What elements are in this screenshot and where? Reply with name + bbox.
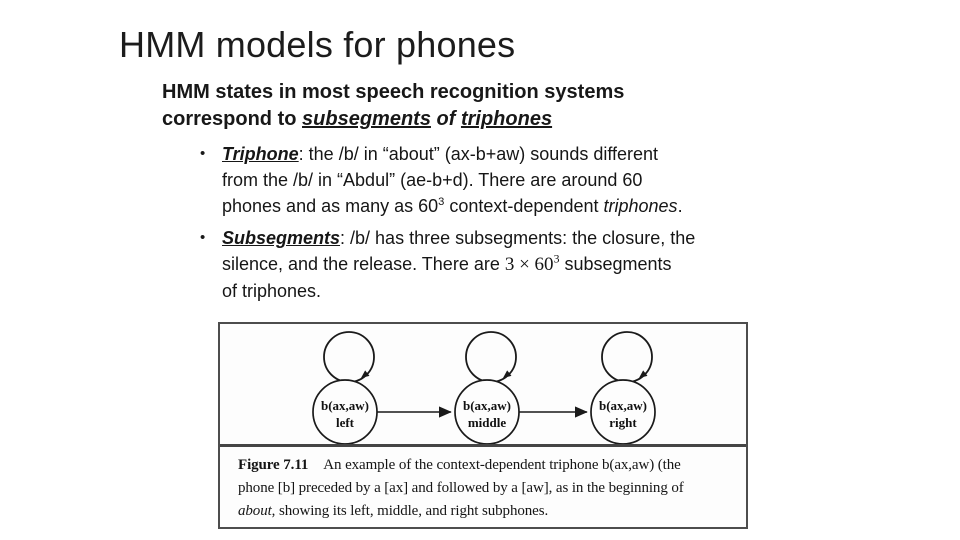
heading-text-2: correspond to [162, 108, 303, 130]
bullet1-text-4: context-dependent [444, 196, 604, 216]
state-circle-left [312, 379, 378, 444]
self-loop-arrowhead-icon [639, 370, 648, 378]
page-title: HMM models for phones [119, 24, 516, 65]
bullet2-text-1: : /b/ has three subsegments: the closure… [340, 228, 696, 248]
caption-italic-about: about [238, 503, 272, 519]
self-loop-arrowhead-icon [503, 370, 512, 378]
figure-box: b(ax,aw) left b(ax,aw) middle b(ax,aw) r… [218, 322, 748, 529]
bullet2-text-4: of triphones. [222, 281, 322, 301]
heading-term-triphones: triphones [460, 108, 553, 130]
bullet1-text-3: phones and as many as 60 [222, 196, 439, 216]
caption-line-1: Figure 7.11 An example of the context-dep… [238, 454, 734, 477]
bullet-item-triphone: • Triphone: the /b/ in “about” (ax-b+aw)… [200, 141, 745, 219]
bullet1-text-2: from the /b/ in “Abdul” (ae-b+d). There … [222, 170, 643, 190]
bullet1-line-1: Triphone: the /b/ in “about” (ax-b+aw) s… [222, 141, 683, 167]
exponent: 3 [438, 196, 445, 208]
figure-caption: Figure 7.11 An example of the context-dep… [220, 447, 746, 529]
bullet2-line-2: silence, and the release. There are 3 × … [222, 251, 695, 278]
math-expression: 3 × 603 [504, 252, 560, 275]
caption-text-2: phone [b] preceded by a [ax] and followe… [238, 480, 684, 496]
heading-of: of [430, 108, 461, 130]
term-subsegments: Subsegments [222, 228, 341, 248]
heading-line-1: HMM states in most speech recognition sy… [162, 79, 762, 106]
bullet-icon: • [200, 145, 206, 162]
caption-text-3: , showing its left, middle, and right su… [271, 503, 549, 519]
bullet2-text-2: silence, and the release. There are [222, 254, 505, 274]
term-triphone: Triphone [222, 144, 299, 164]
bullet1-italic-triphones: triphones [603, 196, 678, 216]
caption-line-2: phone [b] preceded by a [ax] and followe… [238, 477, 734, 500]
bullet-subsegments-text: Subsegments: /b/ has three subsegments: … [222, 225, 695, 304]
state-circle-right [590, 379, 656, 444]
bullet-item-subsegments: • Subsegments: /b/ has three subsegments… [200, 225, 745, 304]
self-loop-arrowhead-icon [361, 370, 370, 378]
heading-line-2: correspond to subsegments of triphones [162, 106, 762, 133]
math-base: 3 × 60 [504, 254, 554, 275]
bullet1-period: . [677, 196, 683, 216]
state-label: b(ax,aw) [599, 398, 647, 413]
state-label: b(ax,aw) [463, 398, 511, 413]
state-label: right [609, 415, 637, 430]
bullet2-line-3: of triphones. [222, 278, 695, 304]
heading-term-subsegments: subsegments [302, 108, 431, 130]
hmm-state-diagram: b(ax,aw) left b(ax,aw) middle b(ax,aw) r… [312, 331, 656, 444]
bullet1-text-1: : the /b/ in “about” (ax-b+aw) sounds di… [298, 144, 659, 164]
bullet-icon: • [200, 229, 206, 246]
heading-text-1: HMM states in most speech recognition sy… [162, 81, 625, 103]
state-label: b(ax,aw) [321, 398, 369, 413]
heading: HMM states in most speech recognition sy… [162, 79, 762, 133]
bullet2-text-3: subsegments [559, 254, 672, 274]
bullet1-line-2: from the /b/ in “Abdul” (ae-b+d). There … [222, 167, 683, 193]
state-label: middle [468, 415, 507, 430]
bullet2-line-1: Subsegments: /b/ has three subsegments: … [222, 225, 695, 251]
state-circle-middle [454, 379, 520, 444]
state-label: left [336, 415, 355, 430]
bullet-list: • Triphone: the /b/ in “about” (ax-b+aw)… [200, 141, 745, 310]
figure-divider [220, 444, 746, 447]
caption-line-3: about, showing its left, middle, and rig… [238, 500, 734, 523]
exponent: 3 [553, 252, 560, 266]
bullet1-line-3: phones and as many as 603 context-depend… [222, 193, 683, 219]
caption-label: Figure 7.11 [238, 457, 309, 473]
caption-text-1: An example of the context-dependent trip… [323, 457, 681, 473]
bullet-triphone-text: Triphone: the /b/ in “about” (ax-b+aw) s… [222, 141, 683, 219]
